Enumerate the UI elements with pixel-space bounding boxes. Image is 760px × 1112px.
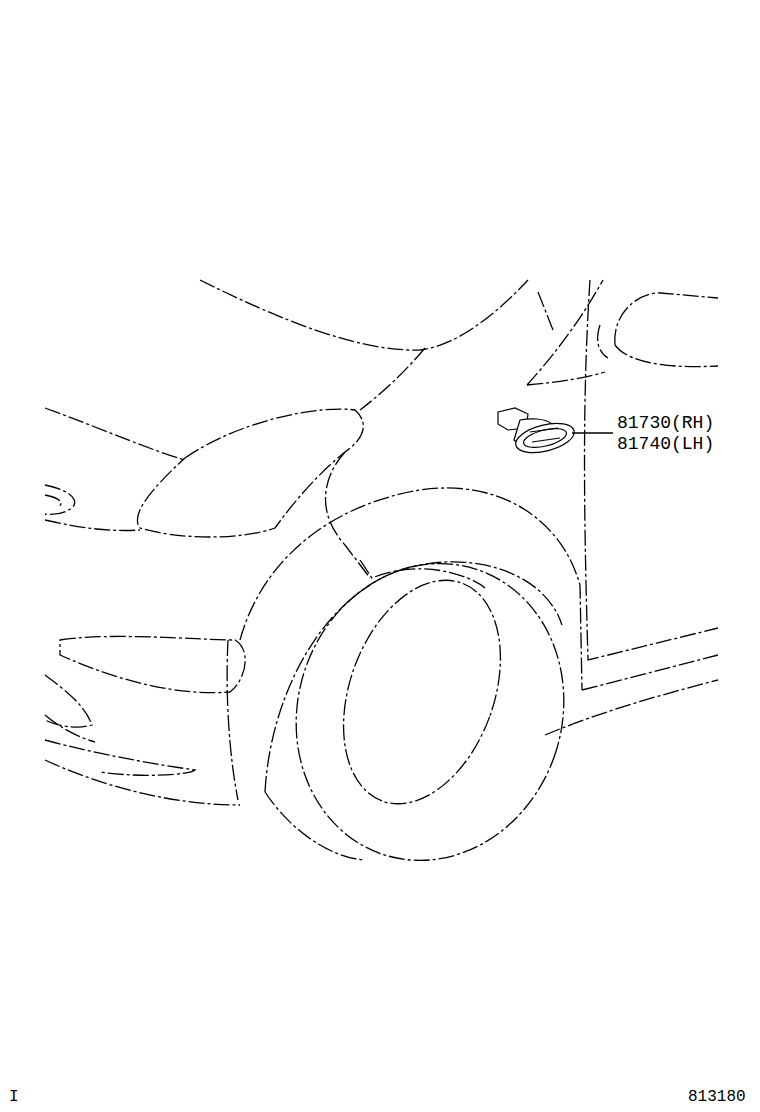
diagram-number: 813180 (688, 1089, 746, 1105)
leader-line (572, 432, 613, 433)
part-number: 81730(RH) (617, 414, 714, 432)
side-turn-lamp (498, 408, 577, 458)
page-mark: I (9, 1089, 19, 1105)
part-number: 81740(LH) (617, 435, 714, 453)
